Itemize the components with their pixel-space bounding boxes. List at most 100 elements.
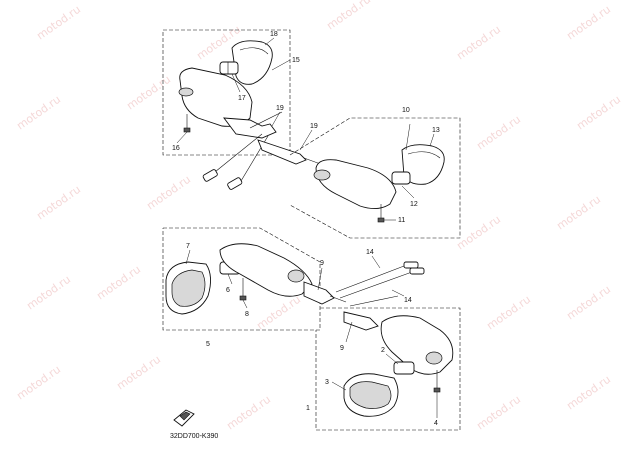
- watermark: motod.ru: [324, 0, 373, 32]
- callout-19: 19: [276, 105, 284, 112]
- assembly-group-5: [162, 227, 347, 331]
- callout-leader: [227, 273, 233, 285]
- watermark: motod.ru: [574, 93, 623, 133]
- watermark-layer: motod.ru motod.ru motod.ru motod.ru moto…: [14, 0, 623, 432]
- housing-bulb-socket: [313, 169, 331, 181]
- watermark: motod.ru: [564, 373, 613, 413]
- lead-wire: [335, 265, 405, 293]
- callout-10: 10: [402, 107, 410, 114]
- callout-5: 5: [206, 341, 210, 348]
- watermark: motod.ru: [94, 263, 143, 303]
- watermark: motod.ru: [24, 273, 73, 313]
- lens-edge: [239, 47, 269, 55]
- watermark: motod.ru: [474, 113, 523, 153]
- bulb: [219, 61, 239, 75]
- callout-18: 18: [270, 31, 278, 38]
- group-boundary: [289, 117, 461, 239]
- callout-leader: [242, 299, 248, 309]
- mounting-bracket: [303, 281, 335, 305]
- lens-texture: [349, 381, 392, 409]
- front-direction-arrow-icon: [173, 409, 195, 427]
- callout-19: 19: [310, 123, 318, 130]
- callout-leader: [271, 59, 291, 71]
- bulb: [391, 171, 411, 185]
- lens-texture: [171, 269, 206, 307]
- turn-signal-housing: [179, 67, 253, 127]
- watermark: motod.ru: [554, 193, 603, 233]
- callout-leader: [405, 123, 411, 151]
- callout-3: 3: [325, 379, 329, 386]
- housing-bulb-socket: [425, 351, 443, 365]
- callout-leader: [429, 133, 435, 147]
- assembly-group-15: [162, 29, 327, 190]
- watermark: motod.ru: [114, 353, 163, 393]
- callout-leader: [385, 353, 399, 365]
- screw-head: [239, 295, 247, 301]
- callout-leader: [345, 321, 353, 343]
- wire-connector: [409, 267, 425, 275]
- callout-2: 2: [381, 347, 385, 354]
- callout-labels: 1 2 3 4 5 6 7 8 9 9 10 11 12 13 14 14 15…: [172, 31, 440, 427]
- callout-12: 12: [410, 201, 418, 208]
- assembly-group-10: [289, 117, 461, 239]
- turn-signal-housing: [315, 159, 397, 209]
- group-boundary: [162, 227, 321, 331]
- watermark: motod.ru: [454, 213, 503, 253]
- callout-11: 11: [398, 217, 405, 224]
- bulb: [393, 361, 415, 375]
- callout-6: 6: [226, 287, 230, 294]
- callout-9: 9: [340, 345, 344, 352]
- callout-14: 14: [404, 297, 412, 304]
- watermark: motod.ru: [14, 363, 63, 403]
- callout-leader: [317, 267, 323, 291]
- turn-signal-lens: [401, 144, 445, 185]
- turn-signal-housing: [380, 315, 454, 375]
- watermark: motod.ru: [34, 3, 83, 43]
- screw-head: [183, 127, 191, 133]
- wire-connector: [227, 177, 243, 190]
- stay-rod: [249, 111, 283, 129]
- callout-leader: [391, 289, 405, 297]
- callout-15: 15: [292, 57, 300, 64]
- wire-connector: [202, 169, 218, 182]
- callout-leader: [176, 131, 188, 144]
- mounting-bolt: [329, 295, 347, 303]
- callout-leader: [299, 129, 313, 151]
- callout-13: 13: [432, 127, 440, 134]
- callout-7: 7: [186, 243, 190, 250]
- housing-bulb-socket: [178, 87, 194, 97]
- callout-leader: [401, 185, 415, 199]
- wire-connector: [403, 261, 419, 269]
- callout-leader: [271, 111, 281, 127]
- watermark: motod.ru: [144, 173, 193, 213]
- housing-bulb-socket: [287, 269, 305, 283]
- diagram-code: 32DD700-K390: [170, 433, 218, 440]
- callout-8: 8: [245, 311, 249, 318]
- callout-1: 1: [306, 405, 310, 412]
- watermark: motod.ru: [564, 283, 613, 323]
- callout-leader: [331, 381, 347, 391]
- lead-wire: [339, 271, 413, 299]
- watermark: motod.ru: [254, 293, 303, 333]
- callout-14: 14: [366, 249, 374, 256]
- lens-edge: [407, 151, 441, 159]
- callout-16: 16: [172, 145, 180, 152]
- mounting-bracket: [343, 311, 379, 331]
- watermark: motod.ru: [474, 393, 523, 433]
- watermark: motod.ru: [564, 3, 613, 43]
- lead-wire: [209, 133, 263, 177]
- callout-9: 9: [320, 260, 324, 267]
- watermark: motod.ru: [34, 183, 83, 223]
- stay-rod: [349, 295, 399, 307]
- callout-4: 4: [434, 420, 438, 427]
- watermark: motod.ru: [224, 393, 273, 433]
- watermark: motod.ru: [454, 23, 503, 63]
- assembly-group-1: [315, 255, 461, 431]
- callout-leader: [264, 37, 275, 46]
- watermark: motod.ru: [124, 73, 173, 113]
- turn-signal-lens: [231, 40, 273, 85]
- screw-head: [377, 217, 385, 223]
- callout-leader: [231, 73, 241, 93]
- group-boundary: [315, 307, 461, 431]
